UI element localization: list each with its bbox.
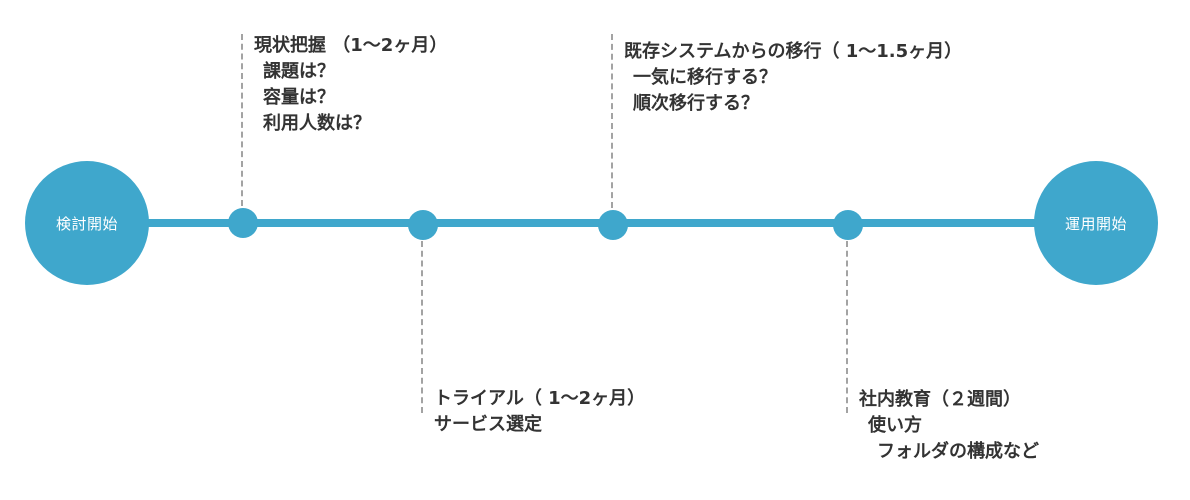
start-node: 検討開始 — [25, 161, 149, 285]
milestone-3-connector — [611, 34, 613, 208]
milestone-1-item: 課題は？ — [263, 61, 335, 82]
milestone-3-title: 既存システムからの移行（ 1～1.5ヶ月） — [624, 41, 963, 62]
milestone-3-note: 既存システムからの移行（ 1～1.5ヶ月） 一気に移行する？ 順次移行する？ — [624, 39, 962, 117]
milestone-1-item: 容量は？ — [263, 87, 335, 108]
milestone-2-title: トライアル（ 1～2ヶ月） — [434, 388, 646, 409]
milestone-2-note: トライアル（ 1～2ヶ月） サービス選定 — [434, 386, 645, 438]
milestone-1-connector — [241, 34, 243, 206]
milestone-2-dot — [408, 210, 438, 240]
milestone-4-item: フォルダの構成など — [877, 441, 1039, 462]
milestone-3-dot — [598, 210, 628, 240]
milestone-4-note: 社内教育（２週間） 使い方 フォルダの構成など — [859, 387, 1039, 465]
milestone-3-item: 順次移行する？ — [633, 93, 759, 114]
milestone-2-connector — [421, 241, 423, 413]
milestone-3-item: 一気に移行する？ — [633, 67, 777, 88]
milestone-1-item: 利用人数は？ — [263, 113, 371, 134]
milestone-1-note: 現状把握 （1～2ヶ月） 課題は？ 容量は？ 利用人数は？ — [254, 33, 447, 137]
milestone-4-title: 社内教育（２週間） — [859, 389, 1021, 410]
milestone-4-dot — [833, 210, 863, 240]
milestone-2-item: サービス選定 — [434, 414, 542, 435]
milestone-4-connector — [846, 241, 848, 413]
milestone-1-dot — [228, 208, 258, 238]
end-node-label: 運用開始 — [1064, 214, 1127, 233]
milestone-1-title: 現状把握 （1～2ヶ月） — [254, 35, 448, 56]
start-node-label: 検討開始 — [55, 214, 118, 233]
timeline-line — [90, 219, 1095, 227]
end-node: 運用開始 — [1034, 161, 1158, 285]
milestone-4-item: 使い方 — [868, 415, 922, 436]
